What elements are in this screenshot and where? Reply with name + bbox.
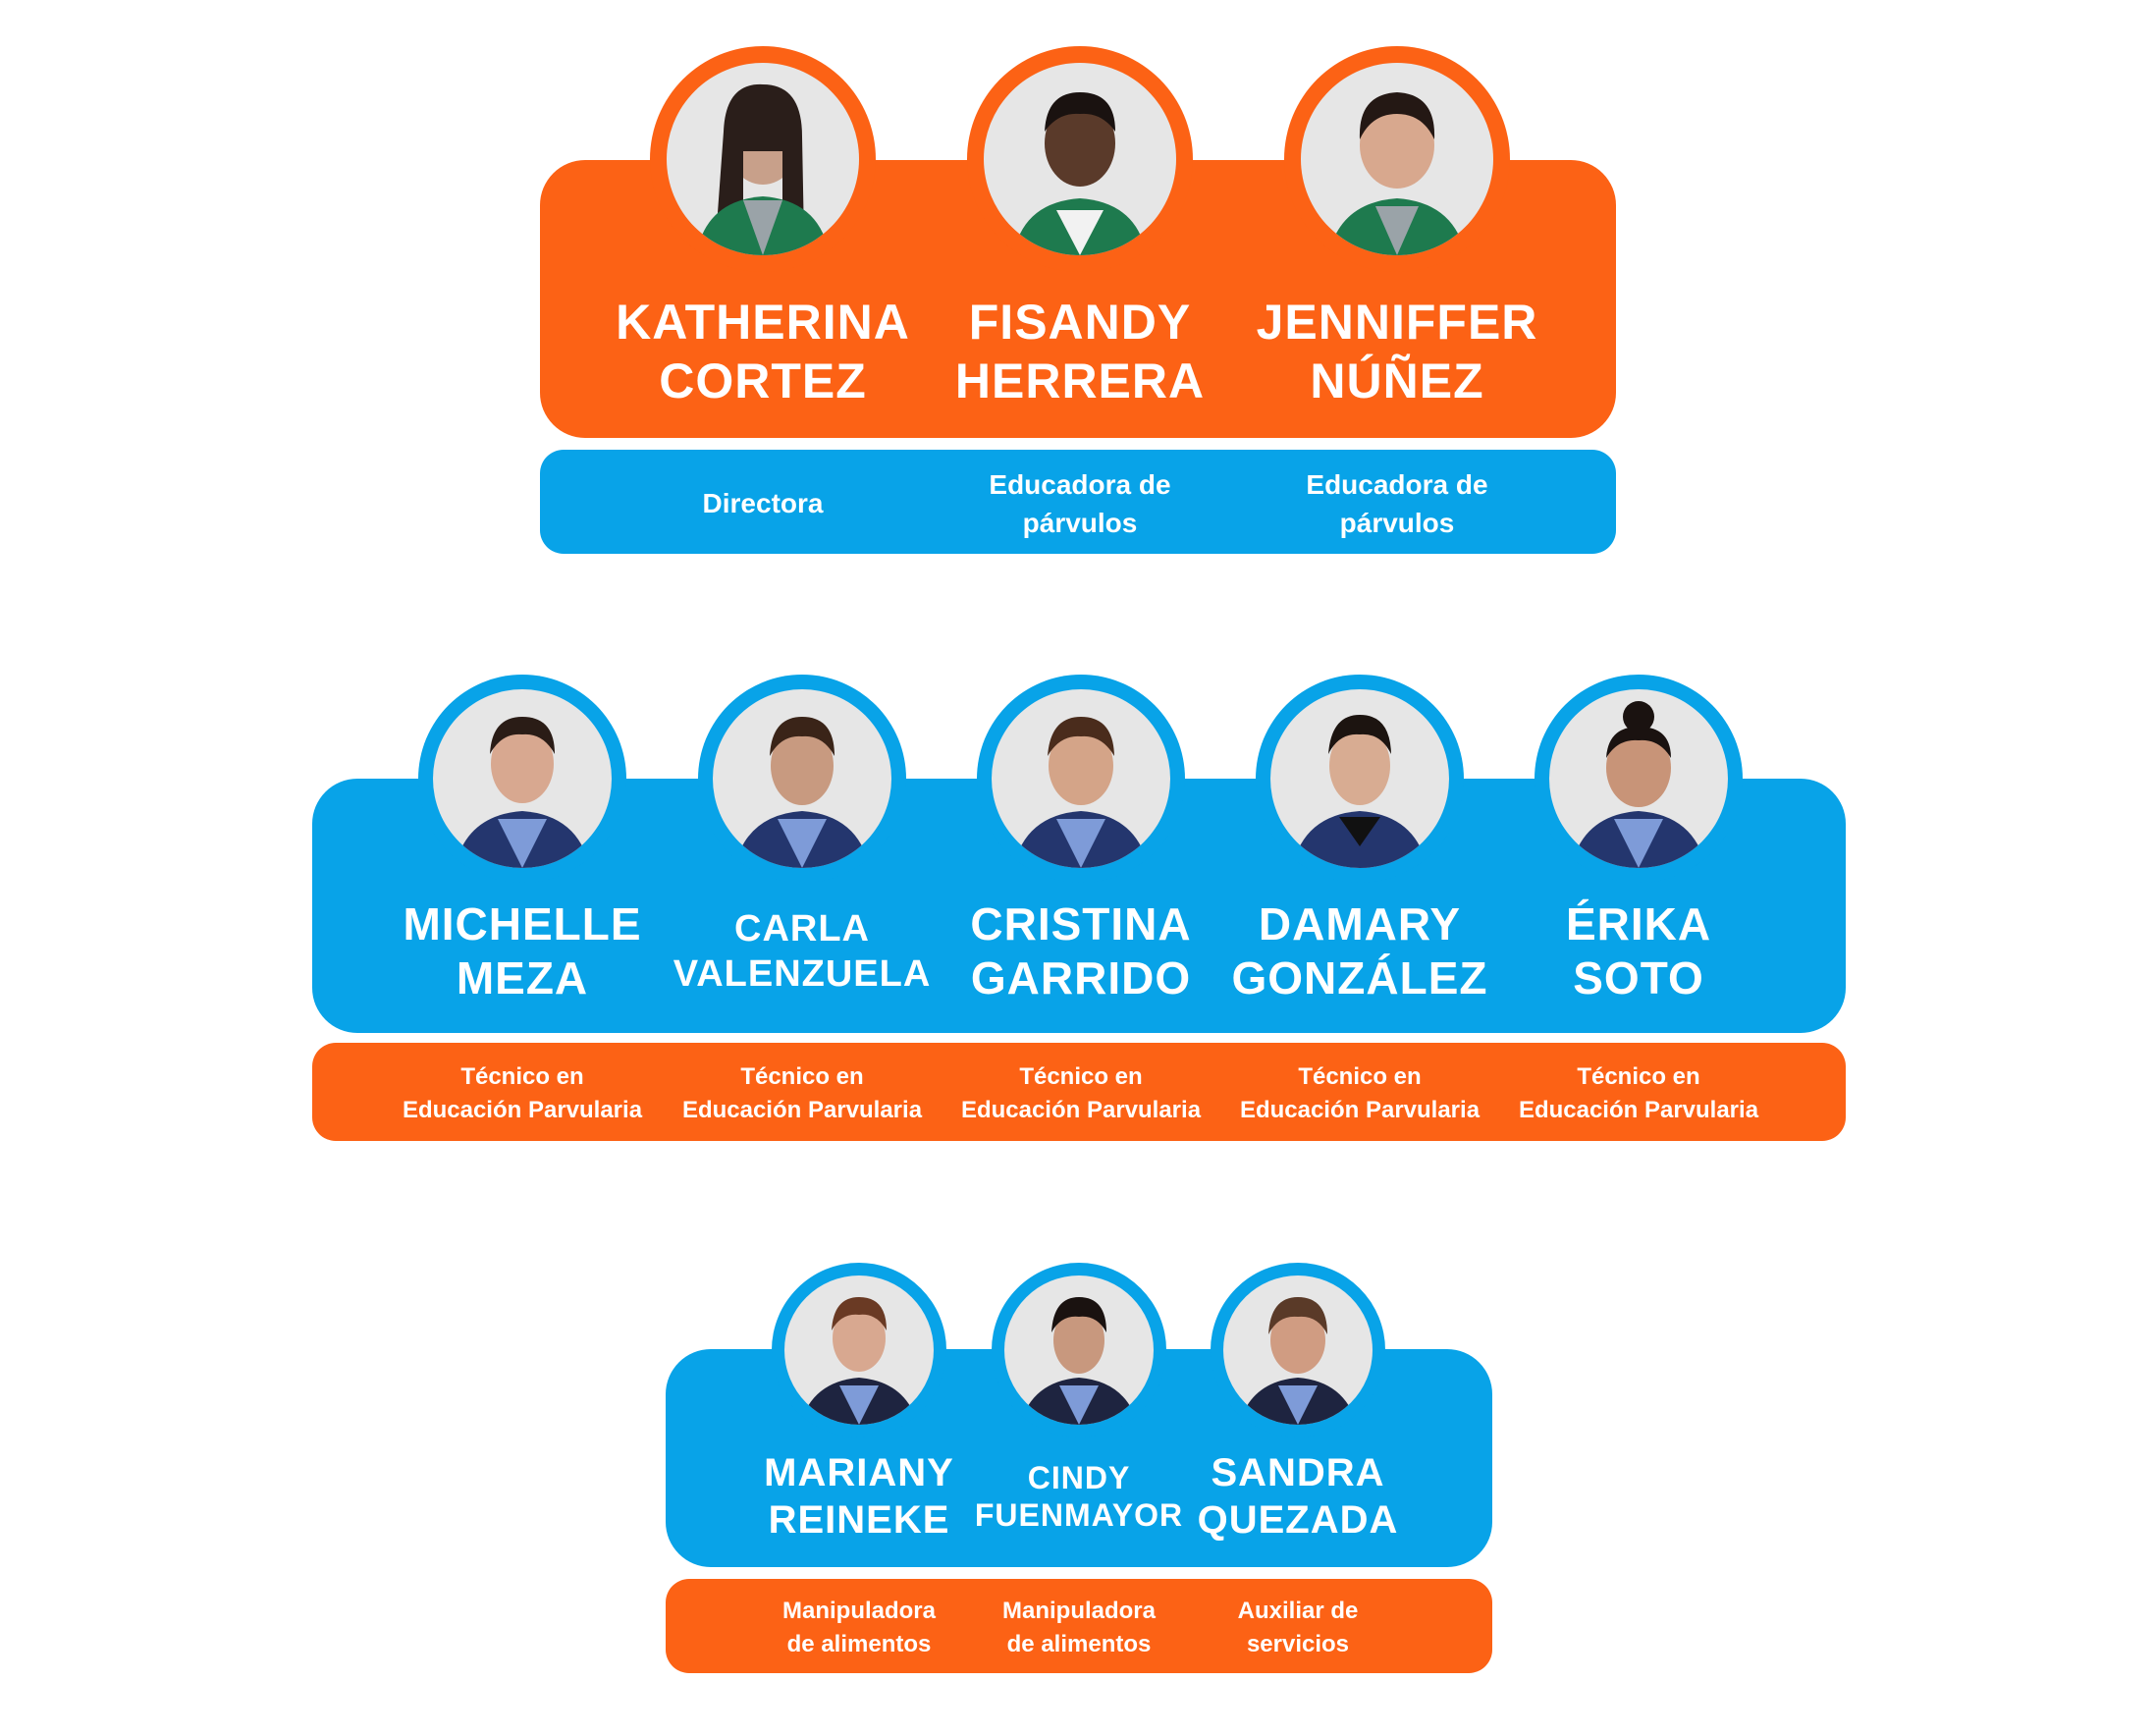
member-first-name: FISANDY <box>968 295 1192 350</box>
group3-photo-frame <box>1211 1263 1385 1438</box>
member-role-line2: Educación Parvularia <box>1518 1096 1759 1123</box>
member-role: Técnico en Educación Parvularia <box>665 1060 940 1126</box>
group2-photo-frame <box>698 675 906 883</box>
member-role: Manipuladora de alimentos <box>971 1595 1187 1660</box>
member-role-line2: de alimentos <box>786 1630 932 1657</box>
member-role-line2: servicios <box>1246 1630 1350 1657</box>
member-last-name: REINEKE <box>768 1498 950 1542</box>
portrait-photo <box>433 689 612 868</box>
portrait-photo <box>1270 689 1449 868</box>
member-first-name: KATHERINA <box>616 295 910 350</box>
portrait-photo <box>984 63 1176 255</box>
member-role-line1: Manipuladora <box>781 1598 936 1624</box>
member-role-line2: párvulos <box>1022 508 1138 539</box>
member-role: Técnico en Educación Parvularia <box>1222 1060 1497 1126</box>
portrait-photo <box>992 689 1170 868</box>
member-role-line2: Educación Parvularia <box>1239 1096 1481 1123</box>
portrait-photo <box>667 63 859 255</box>
portrait-photo <box>1004 1275 1154 1425</box>
member-role-line2: de alimentos <box>1006 1630 1152 1657</box>
group3-role-bar <box>666 1579 1492 1673</box>
member-last-name: NÚÑEZ <box>1310 353 1484 408</box>
group2-photo-frame <box>1256 675 1464 883</box>
member-name: MICHELLE MEZA <box>385 897 660 1005</box>
member-name: CARLA VALENZUELA <box>665 907 940 997</box>
member-last-name: VALENZUELA <box>673 952 932 995</box>
member-name: CINDY FUENMAYOR <box>971 1459 1187 1535</box>
member-role-line2: Educación Parvularia <box>402 1096 643 1123</box>
member-role: Manipuladora de alimentos <box>751 1595 967 1660</box>
member-last-name: FUENMAYOR <box>974 1497 1184 1534</box>
member-role-line1: Técnico en <box>1577 1063 1700 1090</box>
member-first-name: JENNIFFER <box>1256 295 1538 350</box>
member-name: JENNIFFER NÚÑEZ <box>1244 293 1550 410</box>
member-role-line1: Manipuladora <box>1001 1598 1156 1624</box>
group3-photo-frame <box>992 1263 1166 1438</box>
member-name: CRISTINA GARRIDO <box>943 897 1218 1005</box>
member-first-name: CRISTINA <box>970 898 1192 949</box>
group3-photo-frame <box>772 1263 946 1438</box>
portrait-photo <box>713 689 891 868</box>
member-last-name: SOTO <box>1573 952 1704 1004</box>
member-first-name: MICHELLE <box>403 898 642 949</box>
group1-photo-frame <box>650 46 876 272</box>
member-name: FISANDY HERRERA <box>927 293 1233 410</box>
member-role: Educadora de párvulos <box>927 465 1233 542</box>
member-last-name: GONZÁLEZ <box>1231 952 1488 1004</box>
group2-photo-frame <box>1535 675 1743 883</box>
portrait-photo <box>1301 63 1493 255</box>
member-first-name: CARLA <box>734 908 870 949</box>
portrait-photo <box>1549 689 1728 868</box>
member-role-line1: Técnico en <box>1298 1063 1422 1090</box>
portrait-photo <box>1223 1275 1373 1425</box>
member-role-line2: Educación Parvularia <box>960 1096 1202 1123</box>
member-first-name: MARIANY <box>764 1451 954 1494</box>
member-first-name: CINDY <box>1027 1460 1131 1495</box>
member-first-name: DAMARY <box>1258 898 1462 949</box>
member-name: MARIANY REINEKE <box>751 1449 967 1544</box>
member-role-line1: Educadora de <box>989 469 1171 500</box>
member-name: ÉRIKA SOTO <box>1501 897 1776 1005</box>
member-role-line1: Educadora de <box>1306 469 1488 500</box>
member-role: Directora <box>610 484 916 522</box>
member-last-name: QUEZADA <box>1197 1498 1399 1542</box>
member-role-line1: Técnico en <box>460 1063 584 1090</box>
member-role-line1: Técnico en <box>740 1063 864 1090</box>
member-last-name: MEZA <box>456 952 589 1004</box>
member-role: Técnico en Educación Parvularia <box>385 1060 660 1126</box>
member-first-name: ÉRIKA <box>1565 898 1712 949</box>
portrait-photo <box>784 1275 934 1425</box>
member-role: Técnico en Educación Parvularia <box>1501 1060 1776 1126</box>
member-role: Técnico en Educación Parvularia <box>943 1060 1218 1126</box>
group2-photo-frame <box>977 675 1185 883</box>
group1-photo-frame <box>1284 46 1510 272</box>
group1-photo-frame <box>967 46 1193 272</box>
member-role-line2: párvulos <box>1339 508 1455 539</box>
member-name: DAMARY GONZÁLEZ <box>1222 897 1497 1005</box>
member-name: KATHERINA CORTEZ <box>610 293 916 410</box>
group1-role-bar <box>540 450 1616 554</box>
member-role: Educadora de párvulos <box>1244 465 1550 542</box>
member-role: Auxiliar de servicios <box>1190 1595 1406 1660</box>
member-name: SANDRA QUEZADA <box>1190 1449 1406 1544</box>
member-role-line2: Educación Parvularia <box>681 1096 923 1123</box>
member-role-line1: Técnico en <box>1019 1063 1143 1090</box>
member-last-name: HERRERA <box>954 353 1206 408</box>
member-last-name: GARRIDO <box>970 952 1192 1004</box>
group2-photo-frame <box>418 675 626 883</box>
member-role-line1: Directora <box>702 488 824 518</box>
member-role-line1: Auxiliar de <box>1237 1598 1359 1624</box>
member-last-name: CORTEZ <box>659 353 867 408</box>
group2-role-bar <box>312 1043 1846 1141</box>
member-first-name: SANDRA <box>1211 1451 1385 1494</box>
